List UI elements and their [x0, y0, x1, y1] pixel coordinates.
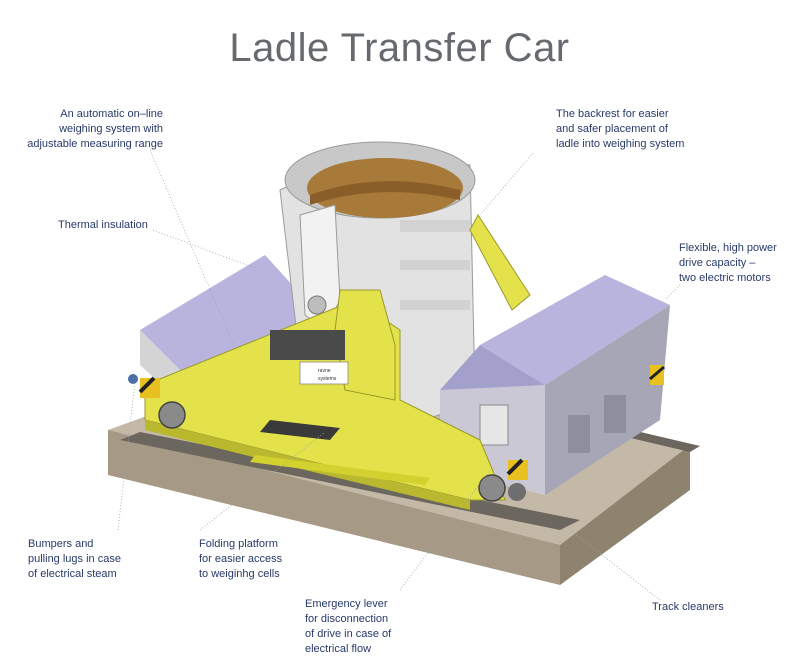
callout-folding-platform: Folding platform for easier access to we…	[199, 538, 283, 580]
callout-bumpers: Bumpers and pulling lugs in case of elec…	[28, 538, 121, 580]
callout-track-cleaners: Track cleaners	[652, 601, 724, 613]
callout-weighing-system: An automatic on–line weighing system wit…	[27, 108, 163, 150]
bumper	[128, 374, 138, 384]
callout-thermal-insulation: Thermal insulation	[58, 219, 148, 231]
logo-line-2: systems	[318, 376, 337, 382]
backrest	[469, 214, 531, 311]
logo-line-1: ravne	[318, 368, 331, 374]
drive-cabinet	[440, 275, 670, 495]
yellow-frame	[144, 289, 506, 510]
logo-plate: ravne systems	[299, 361, 349, 385]
page-title: Ladle Transfer Car	[229, 26, 570, 70]
wheels	[158, 401, 526, 502]
callout-backrest: The backrest for easier and safer placem…	[556, 108, 685, 150]
callout-drive-capacity: Flexible, high power drive capacity – tw…	[679, 242, 777, 284]
callout-emergency-lever: Emergency lever for disconnection of dri…	[305, 598, 392, 655]
hazard-stripes	[138, 365, 665, 480]
